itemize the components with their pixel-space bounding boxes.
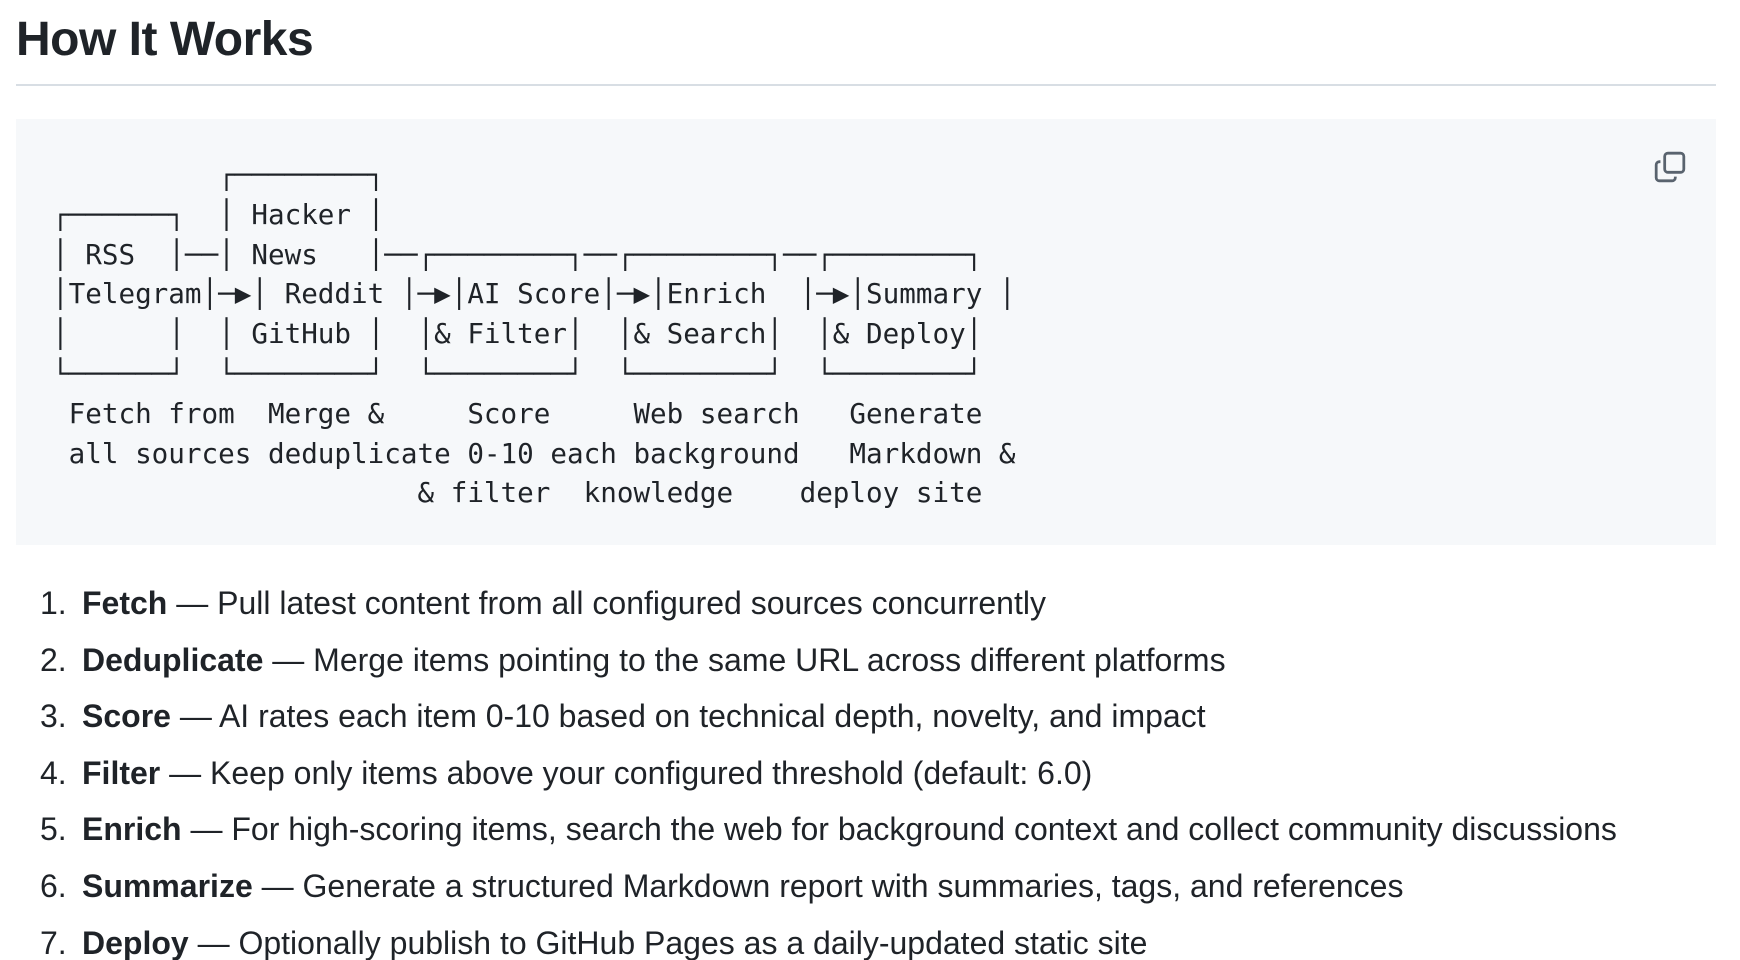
step-number: 1. <box>40 585 67 621</box>
step-term: Filter <box>82 754 161 791</box>
step-description: — Generate a structured Markdown report … <box>252 867 1404 904</box>
step-number: 6. <box>40 867 67 904</box>
step-description: — Optionally publish to GitHub Pages as … <box>188 924 1148 960</box>
copy-button[interactable] <box>1646 143 1694 191</box>
section-heading: How It Works <box>16 13 314 66</box>
step-description: — Pull latest content from all configure… <box>167 585 1046 621</box>
step-number: 5. <box>40 811 67 848</box>
copy-icon <box>1654 151 1686 183</box>
code-block: ┌────────┐ ┌──────┐ │ Hacker │ │ RSS │──… <box>16 119 1716 545</box>
step-term: Enrich <box>82 811 182 848</box>
step-term: Deduplicate <box>82 641 264 678</box>
step-number: 7. <box>40 924 67 960</box>
heading-divider <box>16 84 1716 86</box>
step-number: 3. <box>40 698 67 735</box>
step-number: 2. <box>40 641 67 678</box>
step-term: Score <box>82 698 171 735</box>
step-description: — Merge items pointing to the same URL a… <box>263 641 1226 678</box>
step-term: Deploy <box>82 924 189 960</box>
pipeline-diagram[interactable]: ┌────────┐ ┌──────┐ │ Hacker │ │ RSS │──… <box>52 158 1016 510</box>
step-description: — For high-scoring items, search the web… <box>181 811 1617 848</box>
step-description: — Keep only items above your configured … <box>160 754 1093 791</box>
step-term: Fetch <box>82 585 168 621</box>
step-description: — AI rates each item 0-10 based on techn… <box>170 698 1206 735</box>
step-number: 4. <box>40 754 67 791</box>
step-term: Summarize <box>82 867 253 904</box>
